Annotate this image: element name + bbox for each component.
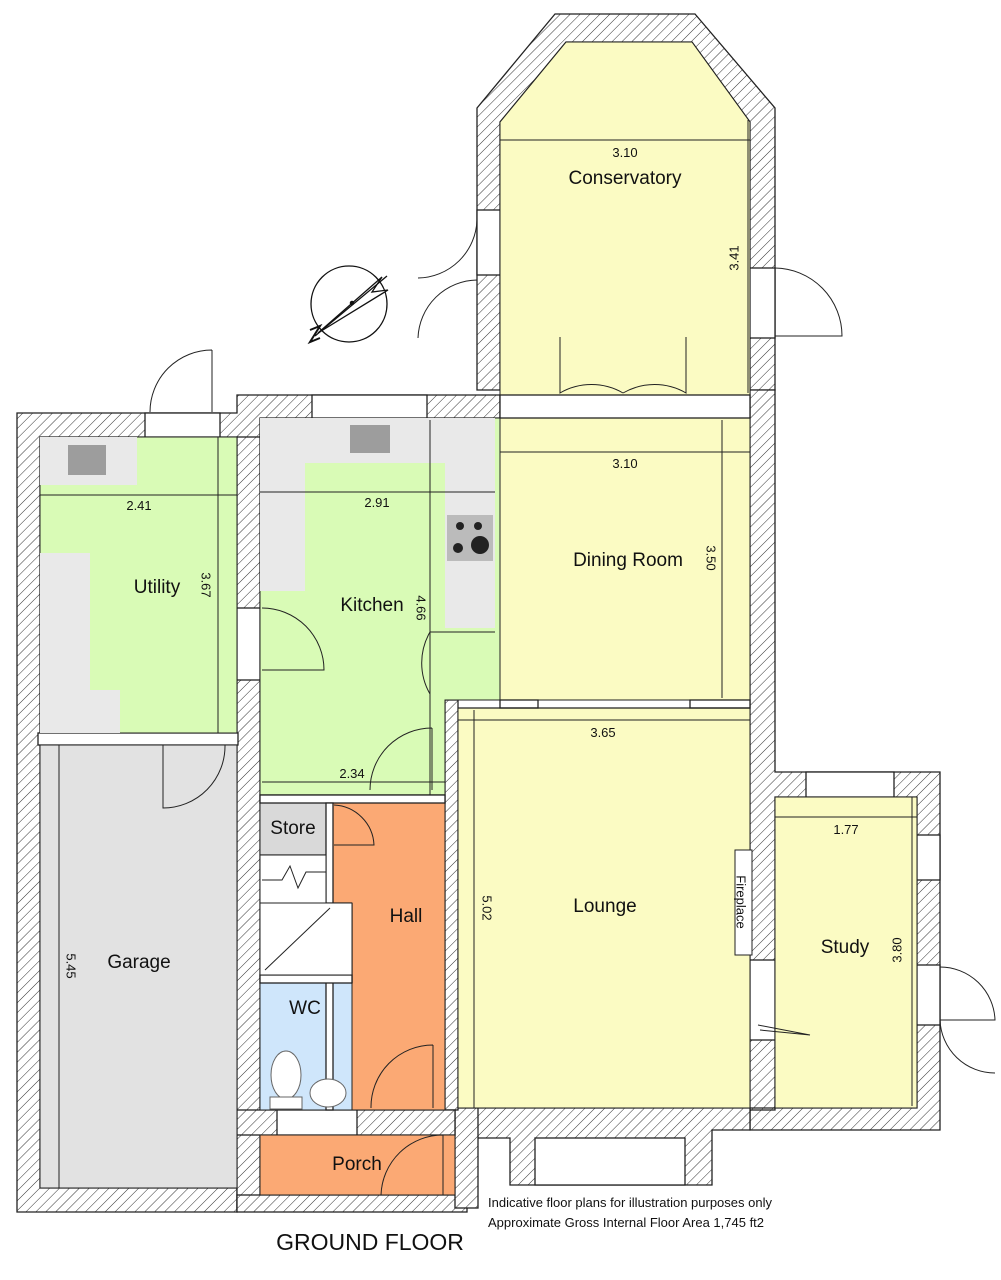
room-dining-room xyxy=(499,417,751,701)
wc-fittings xyxy=(269,1050,347,1110)
note-floor-area: Approximate Gross Internal Floor Area 1,… xyxy=(488,1215,764,1230)
porch-label: Porch xyxy=(332,1154,382,1175)
garage-depth: 5.45 xyxy=(64,953,79,978)
room-labels: Conservatory 3.10 3.41 Dining Room 3.10 … xyxy=(64,145,905,1175)
toilet-icon xyxy=(270,1050,302,1100)
utility-label: Utility xyxy=(134,577,181,598)
lounge-label: Lounge xyxy=(573,896,636,917)
fireplace-label: Fireplace xyxy=(734,875,749,928)
kitchen-width-lower: 2.34 xyxy=(339,766,364,781)
dining-room-depth: 3.50 xyxy=(704,545,719,570)
utility-width: 2.41 xyxy=(126,498,151,513)
note-disclaimer: Indicative floor plans for illustration … xyxy=(488,1195,772,1210)
dimension-lines xyxy=(40,120,917,1188)
basin-icon xyxy=(309,1078,347,1108)
conservatory-label: Conservatory xyxy=(569,168,682,189)
dining-room-width: 3.10 xyxy=(612,456,637,471)
dining-room-label: Dining Room xyxy=(573,550,683,571)
room-store xyxy=(259,802,327,856)
doors xyxy=(149,219,996,1196)
rooms xyxy=(39,41,918,1196)
utility-sink-icon xyxy=(68,445,106,475)
north-arrow-icon xyxy=(307,265,389,345)
room-study xyxy=(774,796,918,1109)
utility-depth: 3.67 xyxy=(199,572,214,597)
lounge-width: 3.65 xyxy=(590,725,615,740)
study-label: Study xyxy=(821,937,870,958)
fireplace: Fireplace xyxy=(734,849,753,956)
kitchen-width: 2.91 xyxy=(364,495,389,510)
kitchen-fittings xyxy=(40,418,495,733)
lounge-depth: 5.02 xyxy=(480,895,495,920)
conservatory-width: 3.10 xyxy=(612,145,637,160)
room-porch xyxy=(259,1134,456,1196)
plan-title: GROUND FLOOR xyxy=(276,1229,464,1255)
hob-icon xyxy=(447,515,493,561)
stair-cupboard xyxy=(259,854,353,976)
room-lounge xyxy=(457,707,751,1109)
study-depth: 3.80 xyxy=(889,937,904,962)
garage-label: Garage xyxy=(107,952,170,973)
kitchen-label: Kitchen xyxy=(340,595,403,616)
store-label: Store xyxy=(270,818,315,839)
sink-icon xyxy=(350,425,390,453)
conservatory-depth: 3.41 xyxy=(726,245,741,270)
room-garage xyxy=(39,744,238,1189)
study-width: 1.77 xyxy=(833,822,858,837)
hall-label: Hall xyxy=(390,906,423,927)
kitchen-depth: 4.66 xyxy=(414,595,429,620)
room-conservatory xyxy=(499,41,751,396)
wc-label: WC xyxy=(289,998,321,1019)
